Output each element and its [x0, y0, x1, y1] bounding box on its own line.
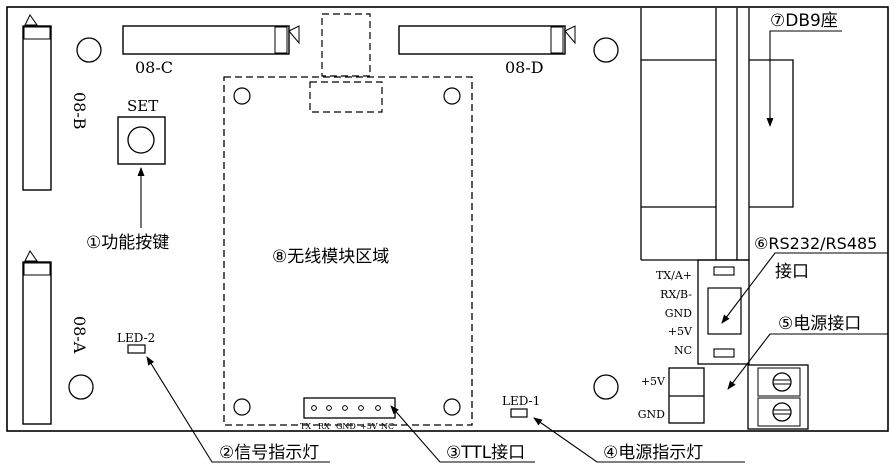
ttl-pin-label: TX	[300, 422, 311, 431]
set-button: SET	[117, 97, 166, 165]
ttl-connector: TX RX GND +5V NC	[300, 397, 396, 431]
power-pin-label: +5V	[641, 375, 666, 388]
ttl-pin-label: GND	[336, 422, 356, 431]
rs-pin-label: GND	[665, 307, 692, 320]
callout-function-key: ①功能按键	[86, 233, 169, 253]
mounting-hole	[68, 374, 94, 400]
power-pin-label: GND	[638, 408, 665, 421]
ttl-pin-label: +5V	[360, 422, 378, 431]
callout-wireless-area: ⑧无线模块区域	[272, 247, 389, 267]
rs-pin-label: RX/B-	[660, 288, 692, 301]
header-08-c: 08-C	[122, 25, 300, 77]
callout-db9: ⑦DB9座	[770, 11, 838, 31]
led-1: LED-1	[502, 394, 540, 418]
mounting-hole	[593, 374, 619, 400]
leader-power-port	[727, 333, 888, 390]
connector-label-b: 08-B	[70, 92, 89, 130]
header-08-b: 08-B	[22, 14, 89, 191]
power-terminal: +5V GND	[638, 364, 809, 430]
pcb-outline	[6, 6, 889, 432]
callout-ttl-port: ③TTL接口	[446, 443, 525, 463]
callout-power-led: ④电源指示灯	[603, 443, 703, 463]
mounting-holes	[68, 37, 619, 400]
connector-label-c: 08-C	[135, 58, 173, 77]
led-2-label: LED-2	[117, 331, 155, 345]
callout-signal-led: ②信号指示灯	[219, 443, 319, 463]
led-2: LED-2	[117, 331, 155, 354]
set-button-label: SET	[127, 97, 158, 115]
led-1-label: LED-1	[502, 394, 540, 408]
mounting-hole	[76, 37, 102, 63]
ttl-pin-label: NC	[381, 422, 394, 431]
header-08-a: 08-A	[22, 250, 89, 425]
callout-rs-port-line1: ⑥RS232/RS485	[754, 234, 877, 253]
header-08-d: 08-D	[398, 25, 576, 77]
callout-leaders	[137, 30, 888, 463]
ttl-pin-label: RX	[318, 422, 330, 431]
callout-power-port: ⑤电源接口	[778, 314, 861, 334]
mounting-hole	[593, 37, 619, 63]
callout-rs-port-line2: 接口	[775, 262, 809, 282]
rs-pin-label: NC	[674, 344, 692, 357]
connector-label-a: 08-A	[70, 316, 89, 354]
leader-ttl	[390, 405, 535, 463]
leader-rs-port	[721, 252, 888, 324]
leader-power-led	[533, 417, 745, 463]
wireless-module-area	[223, 13, 473, 426]
rs-terminal: TX/A+ RX/B- GND +5V NC	[656, 259, 750, 365]
db9-connector	[640, 8, 794, 261]
connector-label-d: 08-D	[505, 58, 544, 77]
leader-db9	[766, 30, 842, 127]
leader-signal-led	[146, 356, 330, 463]
rs-pin-label: +5V	[668, 325, 693, 338]
rs-pin-label: TX/A+	[656, 269, 692, 282]
